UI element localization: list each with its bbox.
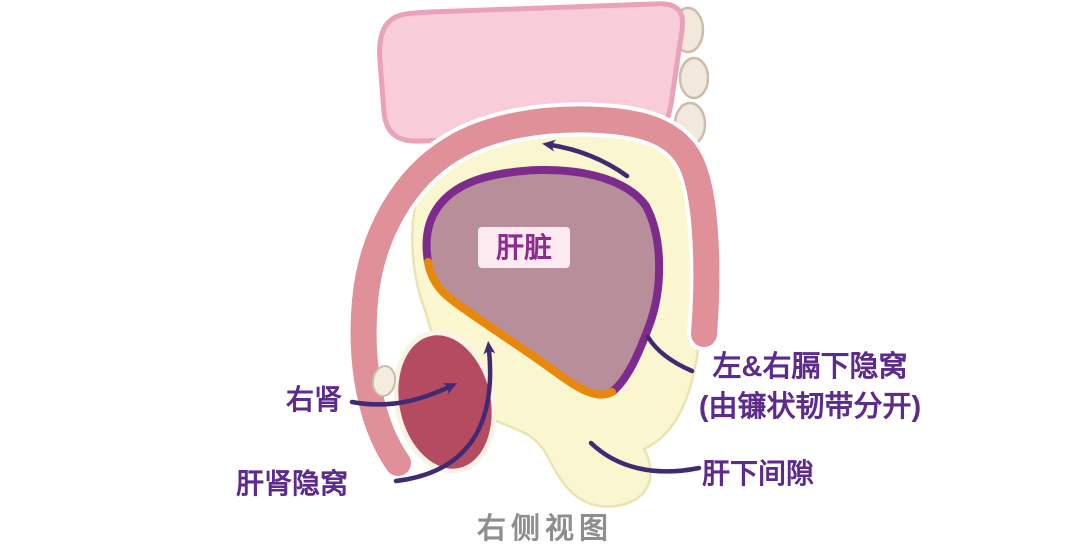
subphrenic-recess-label-line1: 左&右膈下隐窝: [712, 351, 908, 383]
right-kidney-arrow: [349, 383, 458, 407]
hepatorenal-recess-arrow: [393, 341, 496, 484]
view-caption: 右侧视图: [477, 513, 614, 545]
hepatorenal-recess-label: 肝肾隐窝: [236, 468, 349, 499]
right-kidney-shape: [393, 330, 497, 474]
liver-label-box: [478, 227, 570, 268]
liver-diaphragmatic-outline: [422, 165, 664, 396]
liver-label: 肝脏: [496, 232, 552, 263]
rib-bone: [371, 365, 397, 397]
subphrenic-recess-arrow: [542, 139, 630, 179]
subhepatic-pointer-line: [588, 440, 702, 474]
subphrenic-recess-label-line2: (由镰状韧带分开): [698, 391, 922, 423]
right-kidney-label: 右肾: [286, 384, 343, 415]
subphrenic-recess-label: 左&右膈下隐窝 (由镰状韧带分开): [655, 347, 965, 427]
liver-shape: [426, 169, 660, 395]
subhepatic-space-label: 肝下间隙: [702, 458, 815, 489]
diaphragm-body-wall: [350, 106, 720, 476]
subphrenic-pointer-line: [645, 334, 695, 374]
liver-visceral-outline: [424, 258, 616, 399]
